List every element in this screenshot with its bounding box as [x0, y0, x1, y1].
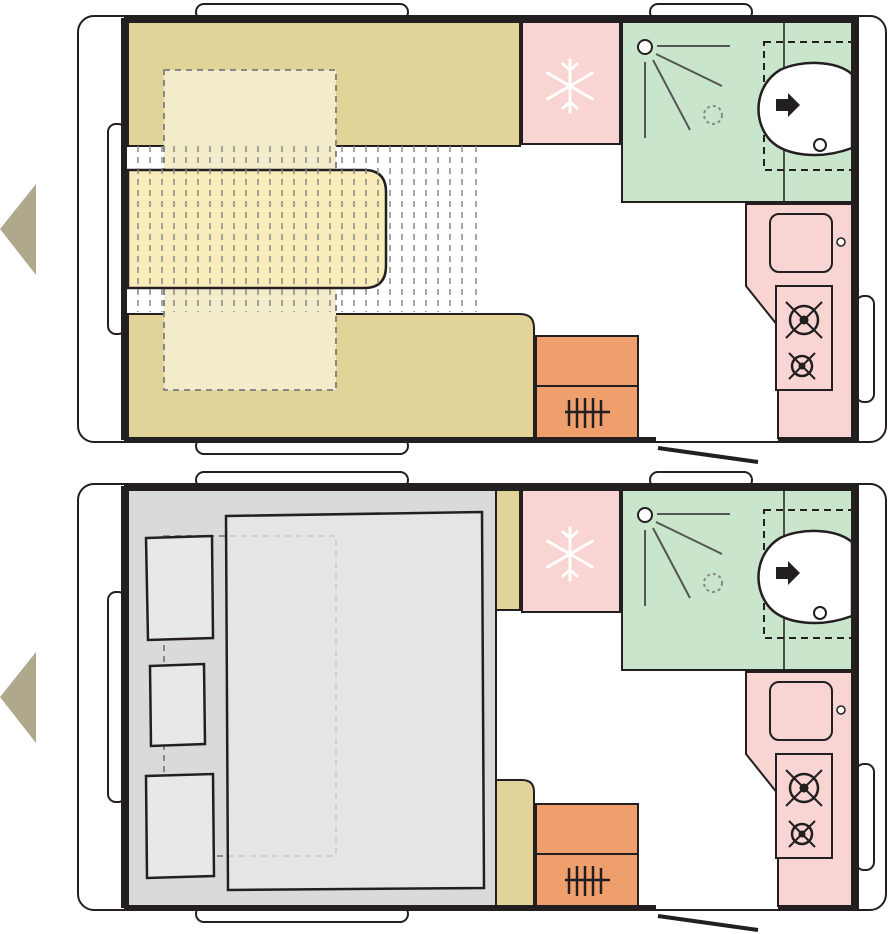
night-layout — [0, 472, 886, 930]
pillow — [144, 534, 215, 642]
seat-corner — [495, 779, 535, 907]
pillow — [148, 662, 207, 748]
bed-slats — [137, 146, 477, 312]
seat-strip — [495, 489, 521, 611]
day-layout — [0, 4, 886, 462]
pillow — [144, 772, 216, 880]
bed-sheet — [224, 510, 486, 892]
dinette-table — [126, 168, 388, 290]
